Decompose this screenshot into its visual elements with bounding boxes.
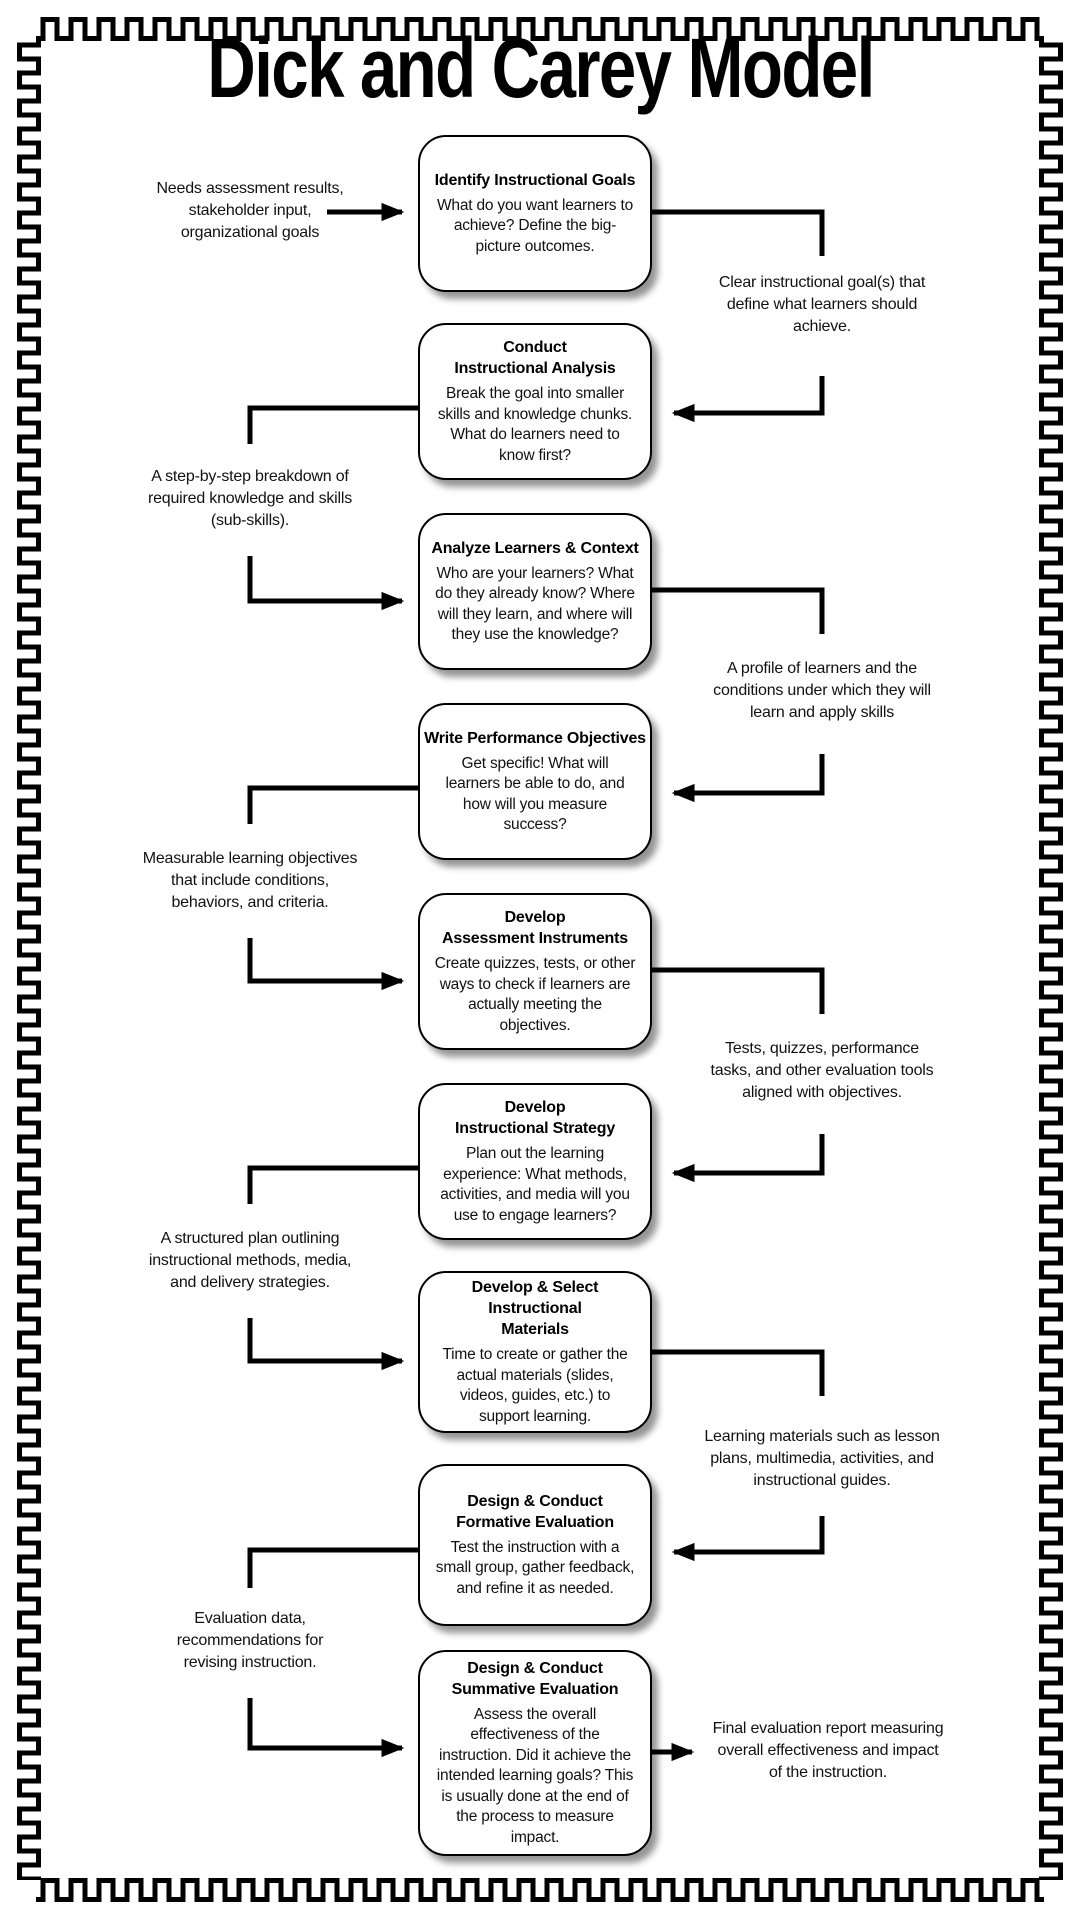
stage-box-conduct-instructional-analysis: Conduct Instructional Analysis Break the… — [418, 323, 652, 480]
stage-box-write-performance-objectives: Write Performance Objectives Get specifi… — [418, 703, 652, 860]
stage-title: Develop & Select Instructional Materials — [471, 1279, 599, 1338]
stage-title: Design & Conduct Summative Evaluation — [451, 1659, 619, 1698]
stage-description: Time to create or gather the actual mate… — [442, 1346, 628, 1425]
connector-stage8-out — [247, 1547, 418, 1588]
connector-stage7-in — [247, 1318, 405, 1371]
stage-title: Conduct Instructional Analysis — [454, 339, 616, 377]
decorative-border-bottom — [36, 1878, 1044, 1902]
stage-title: Develop Instructional Strategy — [454, 1099, 616, 1137]
stage-title: Design & Conduct Formative Evaluation — [456, 1492, 614, 1531]
connector-stage8-in — [671, 1516, 825, 1562]
annotation-output-evaluation-data: Evaluation data, recommendations for rev… — [176, 1610, 324, 1671]
connector-stage4-out — [247, 785, 418, 824]
connector-stage5-out — [652, 967, 825, 1014]
annotation-output-learning-materials: Learning materials such as lesson plans,… — [704, 1428, 940, 1489]
stage-box-analyze-learners-context: Analyze Learners & Context Who are your … — [418, 513, 652, 670]
connector-stage3-out — [652, 587, 825, 634]
stage-box-develop-instructional-strategy: Develop Instructional Strategy Plan out … — [418, 1083, 652, 1240]
stage-box-design-conduct-formative-evaluation: Design & Conduct Formative Evaluation Te… — [418, 1464, 652, 1626]
stage-description: Test the instruction with a small group,… — [435, 1538, 635, 1597]
connector-stage6-in — [671, 1134, 825, 1183]
connector-stage2-in — [671, 376, 825, 423]
annotation-input-needs-assessment: Needs assessment results, stakeholder in… — [156, 180, 344, 241]
connector-stage5-in — [247, 938, 405, 991]
stage-description: Create quizzes, tests, or other ways to … — [434, 955, 636, 1034]
connector-stage4-in — [671, 754, 825, 803]
connector-stage2-out — [247, 405, 418, 444]
decorative-border-right — [1039, 38, 1063, 1880]
stage-description: Break the goal into smaller skills and k… — [437, 385, 633, 464]
stage-description: What do you want learners to achieve? De… — [436, 196, 633, 255]
stage-description: Plan out the learning experience: What m… — [440, 1145, 630, 1224]
stage-description: Get specific! What will learners be able… — [445, 754, 625, 834]
connector-stage6-out — [247, 1165, 418, 1204]
stage-title: Write Performance Objectives — [424, 729, 646, 747]
annotation-output-skills-breakdown: A step-by-step breakdown of required kno… — [147, 468, 353, 529]
annotation-output-measurable-objectives: Measurable learning objectives that incl… — [142, 850, 358, 911]
stage-box-design-conduct-summative-evaluation: Design & Conduct Summative Evaluation As… — [418, 1650, 652, 1856]
stage-title: Develop Assessment Instruments — [442, 909, 628, 947]
annotation-output-structured-plan: A structured plan outlining instructiona… — [148, 1230, 352, 1291]
annotation-output-evaluation-tools: Tests, quizzes, performance tasks, and o… — [710, 1040, 934, 1101]
decorative-border-top — [36, 17, 1044, 41]
annotation-output-clear-goals: Clear instructional goal(s) that define … — [718, 274, 926, 335]
connector-stage9-in — [247, 1698, 405, 1758]
stage-title: Analyze Learners & Context — [431, 539, 639, 557]
stage-title: Identify Instructional Goals — [434, 171, 636, 189]
connector-stage1-out — [652, 209, 825, 256]
stage-description: Assess the overall effectiveness of the … — [436, 1705, 634, 1846]
decorative-border-left — [17, 38, 41, 1880]
stage-box-develop-select-instructional-materials: Develop & Select Instructional Materials… — [418, 1271, 652, 1433]
stage-box-identify-instructional-goals: Identify Instructional Goals What do you… — [418, 135, 652, 292]
stage-description: Who are your learners? What do they alre… — [435, 564, 635, 644]
page-title-text: Dick and Carey Model — [206, 21, 875, 115]
stage-box-develop-assessment-instruments: Develop Assessment Instruments Create qu… — [418, 893, 652, 1050]
page-title: Dick and Carey Model — [0, 20, 1080, 117]
annotation-output-learner-profile: A profile of learners and the conditions… — [713, 660, 931, 721]
annotation-output-final-report: Final evaluation report measuring overal… — [712, 1720, 944, 1781]
connector-stage7-out — [652, 1349, 825, 1396]
connector-stage3-in — [247, 556, 405, 611]
